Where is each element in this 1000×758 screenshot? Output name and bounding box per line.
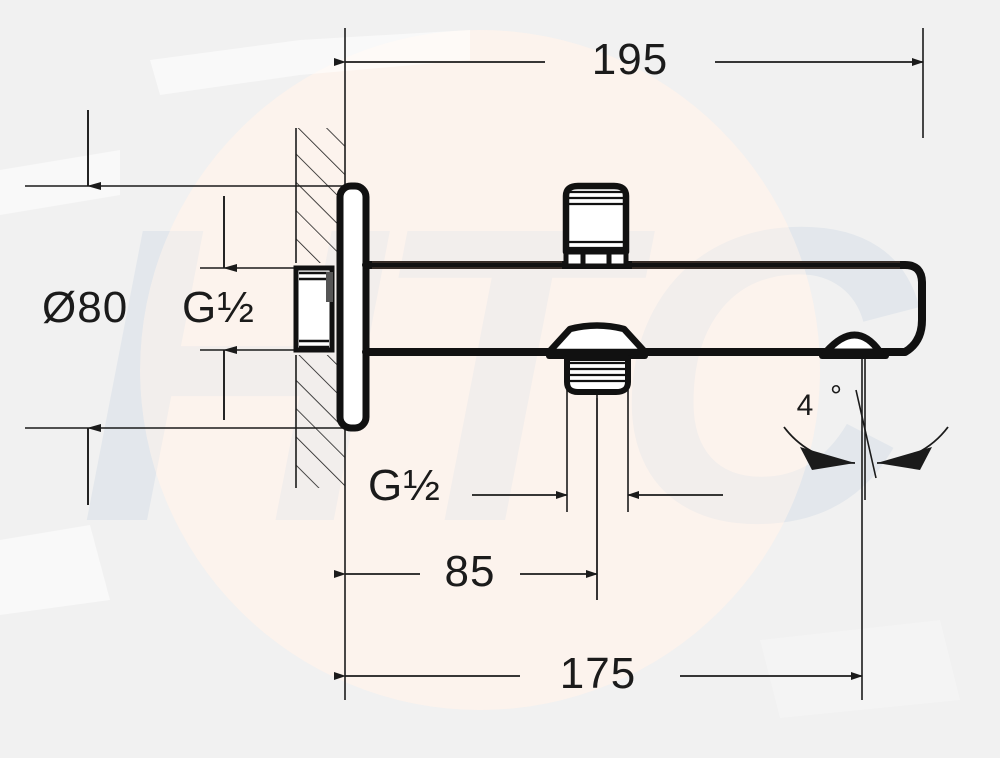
watermark-overlap bbox=[140, 30, 820, 710]
spout-nose-lip bbox=[819, 331, 889, 359]
tilt-angle-value: 4 bbox=[797, 389, 814, 422]
spout-length-label: 175 bbox=[560, 649, 636, 698]
tilt-angle-label: 4 ° bbox=[797, 380, 842, 422]
scan-artifacts bbox=[0, 30, 960, 718]
outlet-thread-label: G½ bbox=[368, 461, 441, 510]
wall-flange-escutcheon bbox=[336, 182, 370, 432]
inlet-thread-nipple bbox=[293, 265, 335, 353]
tilt-angle-arrowheads bbox=[800, 447, 932, 470]
outlet-aerator-fitting bbox=[545, 322, 649, 395]
inlet-thread-label: G½ bbox=[182, 283, 255, 332]
flange-diameter-label: Ø80 bbox=[42, 283, 128, 332]
diverter-knob-cap bbox=[562, 182, 630, 269]
overall-length-label: 195 bbox=[592, 35, 668, 84]
spout-section-hatch bbox=[372, 261, 900, 269]
outlet-offset-label: 85 bbox=[445, 547, 496, 596]
degree-symbol: ° bbox=[830, 380, 842, 413]
